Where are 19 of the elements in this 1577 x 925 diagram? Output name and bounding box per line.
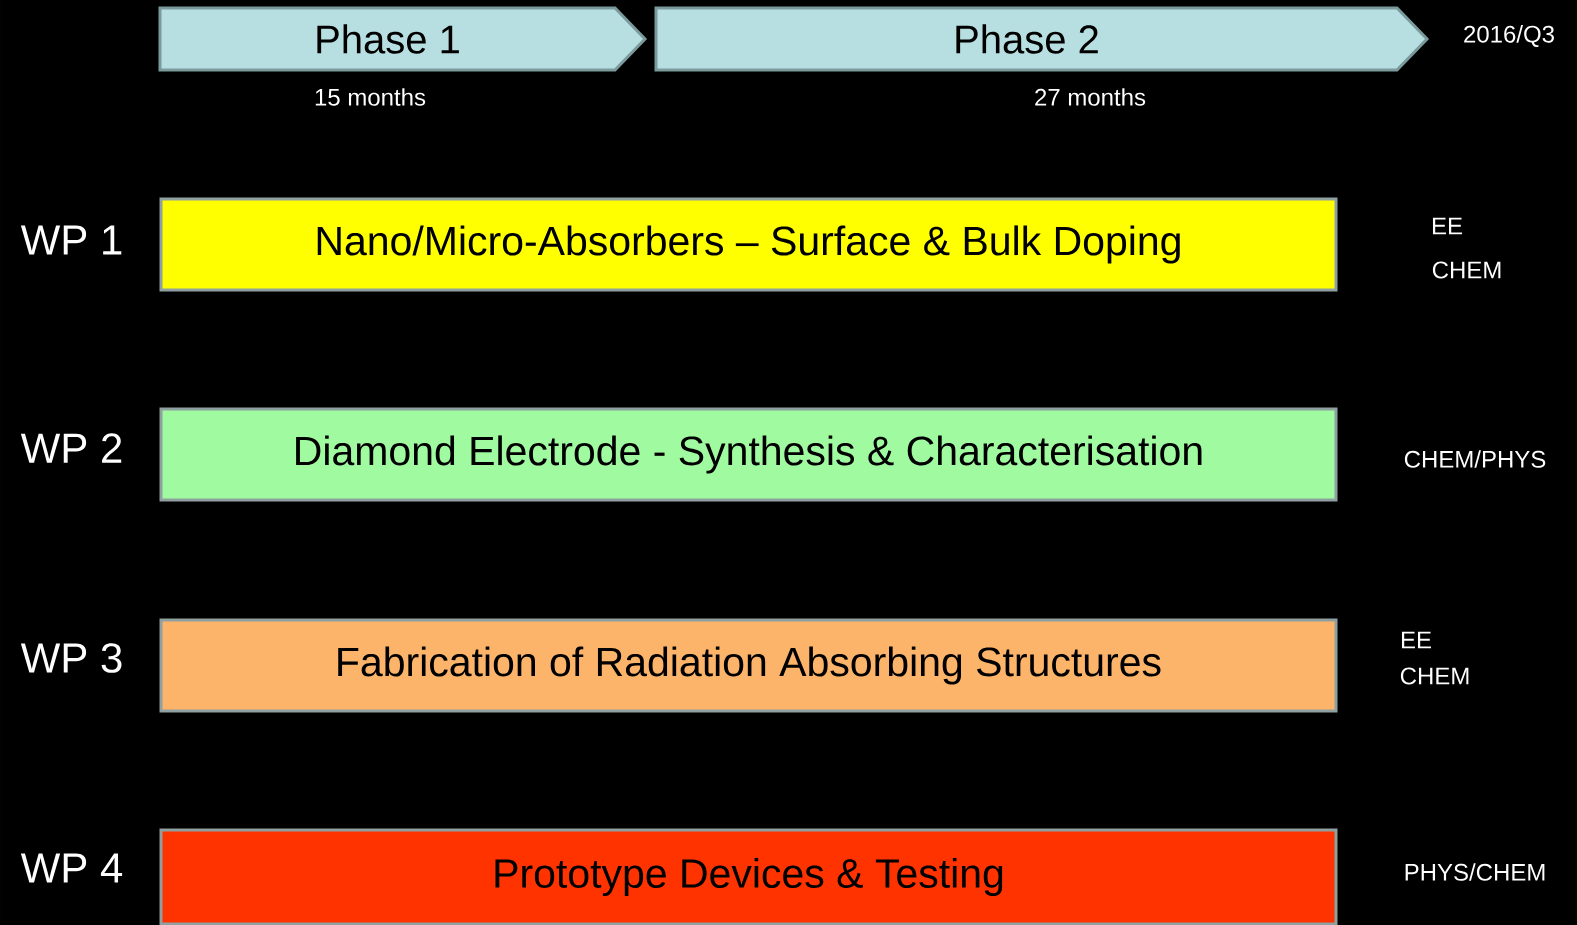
discipline-label: CHEM/PHYS bbox=[1404, 450, 1546, 468]
discipline-label: EE bbox=[1433, 217, 1462, 235]
date-label: 2016/Q3 bbox=[1464, 25, 1554, 47]
duration-label: 15 months bbox=[315, 88, 426, 106]
work-package-label: WP 1 bbox=[20, 225, 122, 255]
work-package-bar: Diamond Electrode - Synthesis & Characterisation bbox=[159, 407, 1338, 502]
work-package-bar: Fabrication of Radiation Absorbing Structures bbox=[159, 618, 1338, 713]
work-package-bar: Nano/Micro-Absorbers – Surface & Bulk Doping bbox=[159, 197, 1338, 292]
discipline-label: CHEM bbox=[1400, 667, 1469, 685]
work-package-label: WP 3 bbox=[20, 643, 122, 673]
discipline-label: PHYS/CHEM bbox=[1405, 863, 1545, 881]
work-package-label: WP 4 bbox=[20, 853, 123, 883]
phase-chevron: Phase 1 bbox=[158, 6, 648, 72]
work-package-bar: Prototype Devices & Testing bbox=[159, 828, 1338, 925]
discipline-label: EE bbox=[1402, 631, 1431, 649]
discipline-label: CHEM bbox=[1432, 261, 1501, 279]
phase-chevron: Phase 2 bbox=[654, 6, 1430, 72]
duration-label: 27 months bbox=[1035, 88, 1146, 106]
work-package-label: WP 2 bbox=[20, 433, 122, 463]
